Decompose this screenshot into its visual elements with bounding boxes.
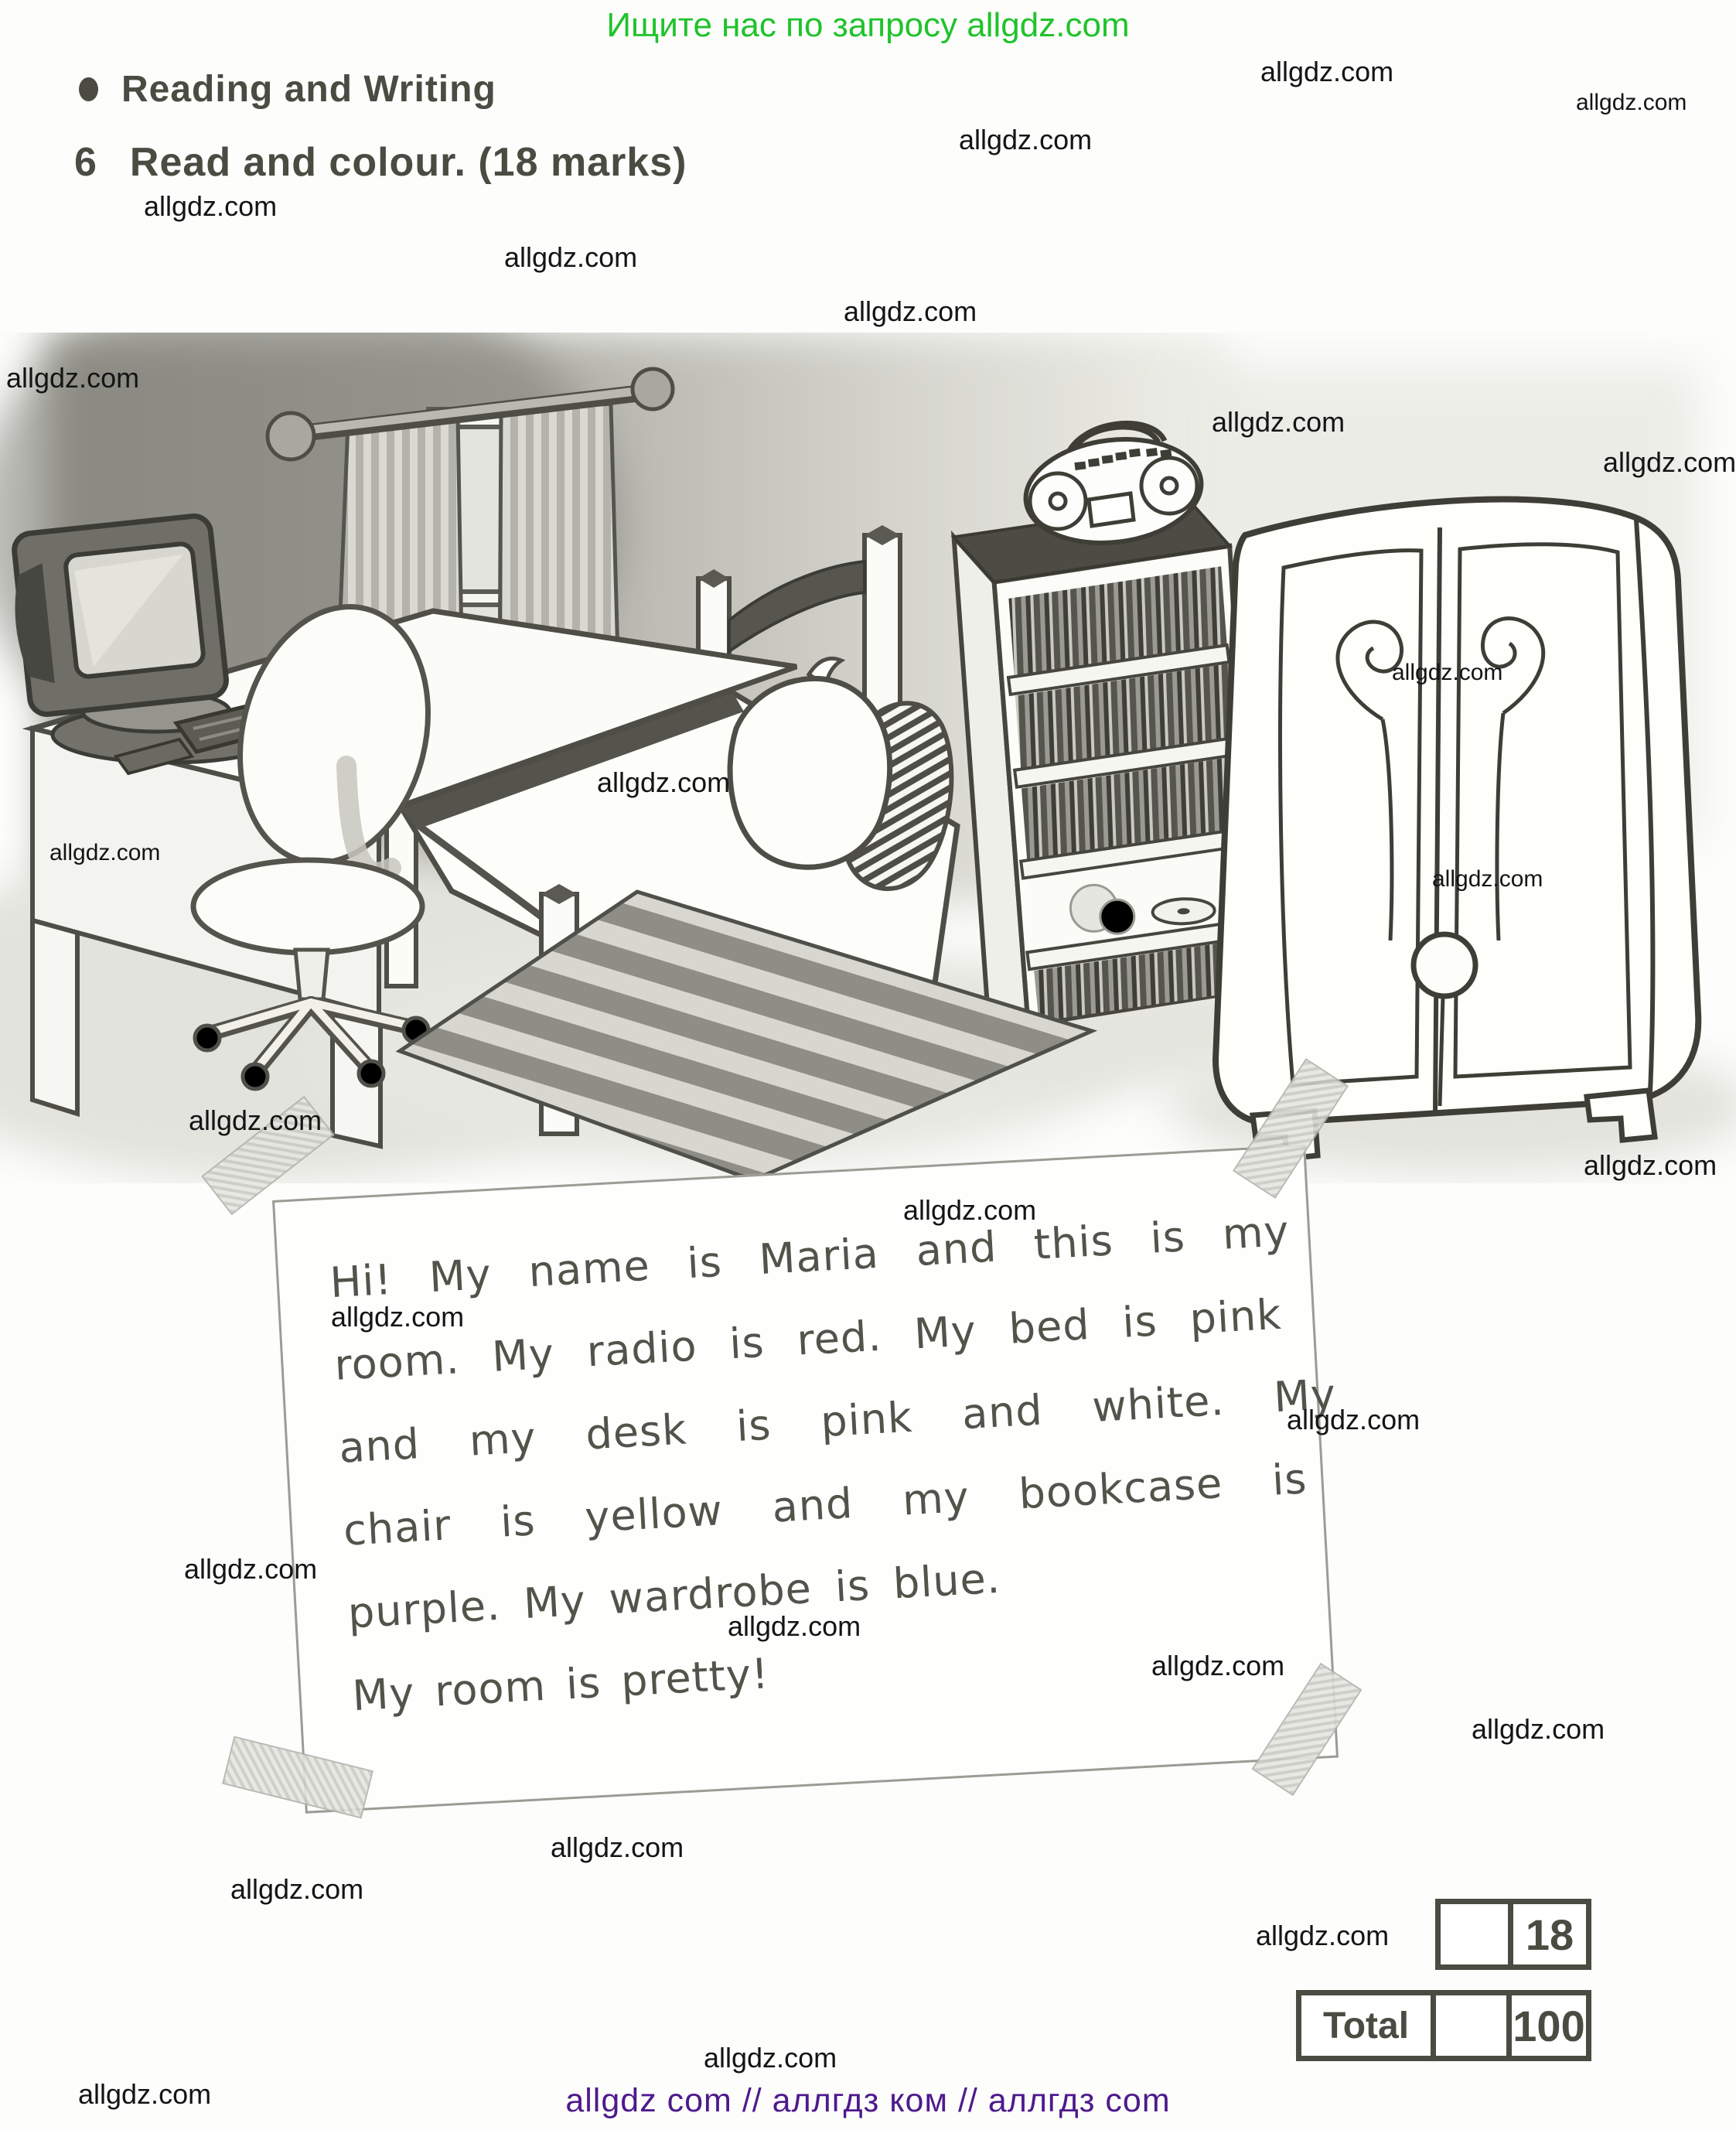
watermark-text: allgdz.com bbox=[1472, 1713, 1605, 1745]
exercise-score-input-cell bbox=[1441, 1904, 1513, 1964]
watermark-text: allgdz.com bbox=[551, 1831, 684, 1863]
watermark-text: allgdz.com bbox=[1212, 406, 1345, 438]
total-max-score: 100 bbox=[1513, 2001, 1585, 2050]
wardrobe-knob bbox=[1410, 931, 1478, 999]
promo-header: Ищите нас по запросу allgdz.com bbox=[606, 6, 1130, 44]
watermark-text: allgdz.com bbox=[504, 241, 638, 273]
exercise-title: 6 Read and colour. (18 marks) bbox=[74, 139, 687, 186]
footer-watermark: allgdz com // аллгдз ком // аллгдз com bbox=[565, 2082, 1171, 2119]
exercise-number: 6 bbox=[74, 140, 97, 185]
office-chair bbox=[190, 604, 431, 1091]
watermark-text: allgdz.com bbox=[189, 1104, 322, 1136]
maria-note: Hi! My name is Maria and this is my room… bbox=[272, 1144, 1339, 1814]
watermark-text: allgdz.com bbox=[144, 190, 278, 222]
watermark-text: allgdz.com bbox=[49, 840, 161, 865]
exercise-title-label: Read and colour. (18 marks) bbox=[129, 140, 687, 185]
watermark-text: allgdz.com bbox=[959, 124, 1093, 155]
watermark-text: allgdz.com bbox=[184, 1553, 318, 1585]
watermark-text: allgdz.com bbox=[1151, 1650, 1285, 1681]
watermark-text: allgdz.com bbox=[1576, 90, 1687, 115]
watermark-text: allgdz.com bbox=[78, 2078, 212, 2110]
exercise-max-score: 18 bbox=[1525, 1910, 1574, 1959]
watermark-text: allgdz.com bbox=[1432, 866, 1543, 892]
watermark-text: allgdz.com bbox=[844, 295, 977, 327]
watermark-text: allgdz.com bbox=[1256, 1920, 1390, 1951]
bedroom-illustration bbox=[0, 333, 1736, 1183]
total-score-box: Total 100 bbox=[1296, 1990, 1591, 2061]
curtain-rod bbox=[265, 367, 675, 462]
bookcase bbox=[950, 500, 1259, 1049]
total-score-input-cell bbox=[1436, 1995, 1512, 2056]
watermark-text: allgdz.com bbox=[1260, 56, 1394, 87]
section-title-label: Reading and Writing bbox=[121, 69, 496, 110]
wardrobe bbox=[1212, 496, 1702, 1162]
pillow bbox=[727, 675, 893, 870]
radio bbox=[1023, 421, 1204, 545]
section-title: Reading and Writing bbox=[79, 68, 496, 111]
total-label: Total bbox=[1301, 1995, 1436, 2056]
watermark-text: allgdz.com bbox=[1603, 446, 1736, 478]
watermark-text: allgdz.com bbox=[1584, 1149, 1717, 1181]
watermark-text: allgdz.com bbox=[230, 1873, 364, 1905]
watermark-text: allgdz.com bbox=[6, 362, 140, 394]
exercise-score-box: 18 bbox=[1435, 1899, 1591, 1970]
watermark-text: allgdz.com bbox=[1392, 660, 1503, 685]
watermark-text: allgdz.com bbox=[331, 1301, 465, 1333]
bullet-icon bbox=[79, 77, 98, 101]
watermark-text: allgdz.com bbox=[1287, 1404, 1421, 1435]
watermark-text: allgdz.com bbox=[597, 766, 731, 798]
watermark-text: allgdz.com bbox=[704, 2042, 837, 2074]
watermark-text: allgdz.com bbox=[903, 1194, 1037, 1226]
watermark-text: allgdz.com bbox=[728, 1610, 861, 1642]
